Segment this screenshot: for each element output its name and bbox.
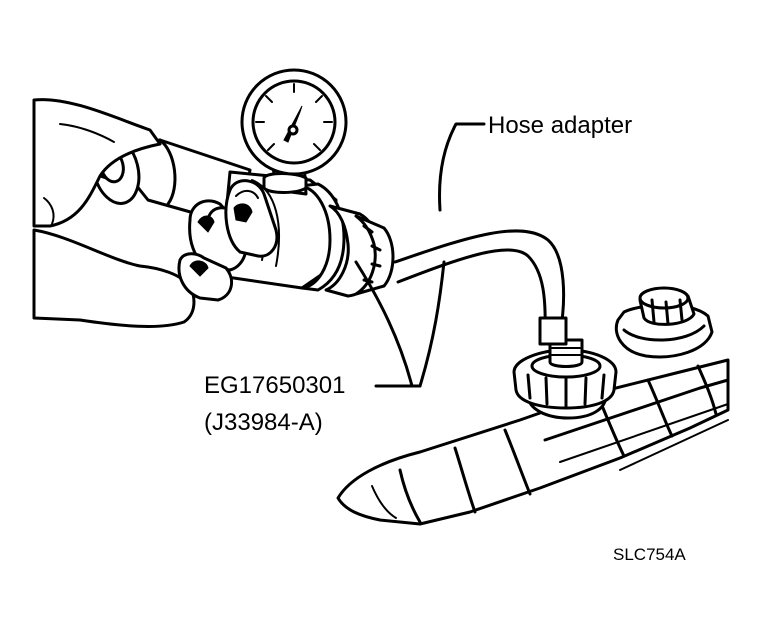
alt-part-number-label: (J33984-A) [204,409,323,436]
part-number-label: EG17650301 [204,372,346,399]
leader-lines [354,122,486,388]
filler-neck-adapter [512,338,618,420]
tester-hose [393,229,568,346]
pressure-gauge [240,68,348,196]
operator-hand [32,98,279,328]
hose-adapter-label: Hose adapter [488,112,633,139]
radiator-cap [614,286,714,359]
figure-code-label: SLC754A [613,545,686,564]
